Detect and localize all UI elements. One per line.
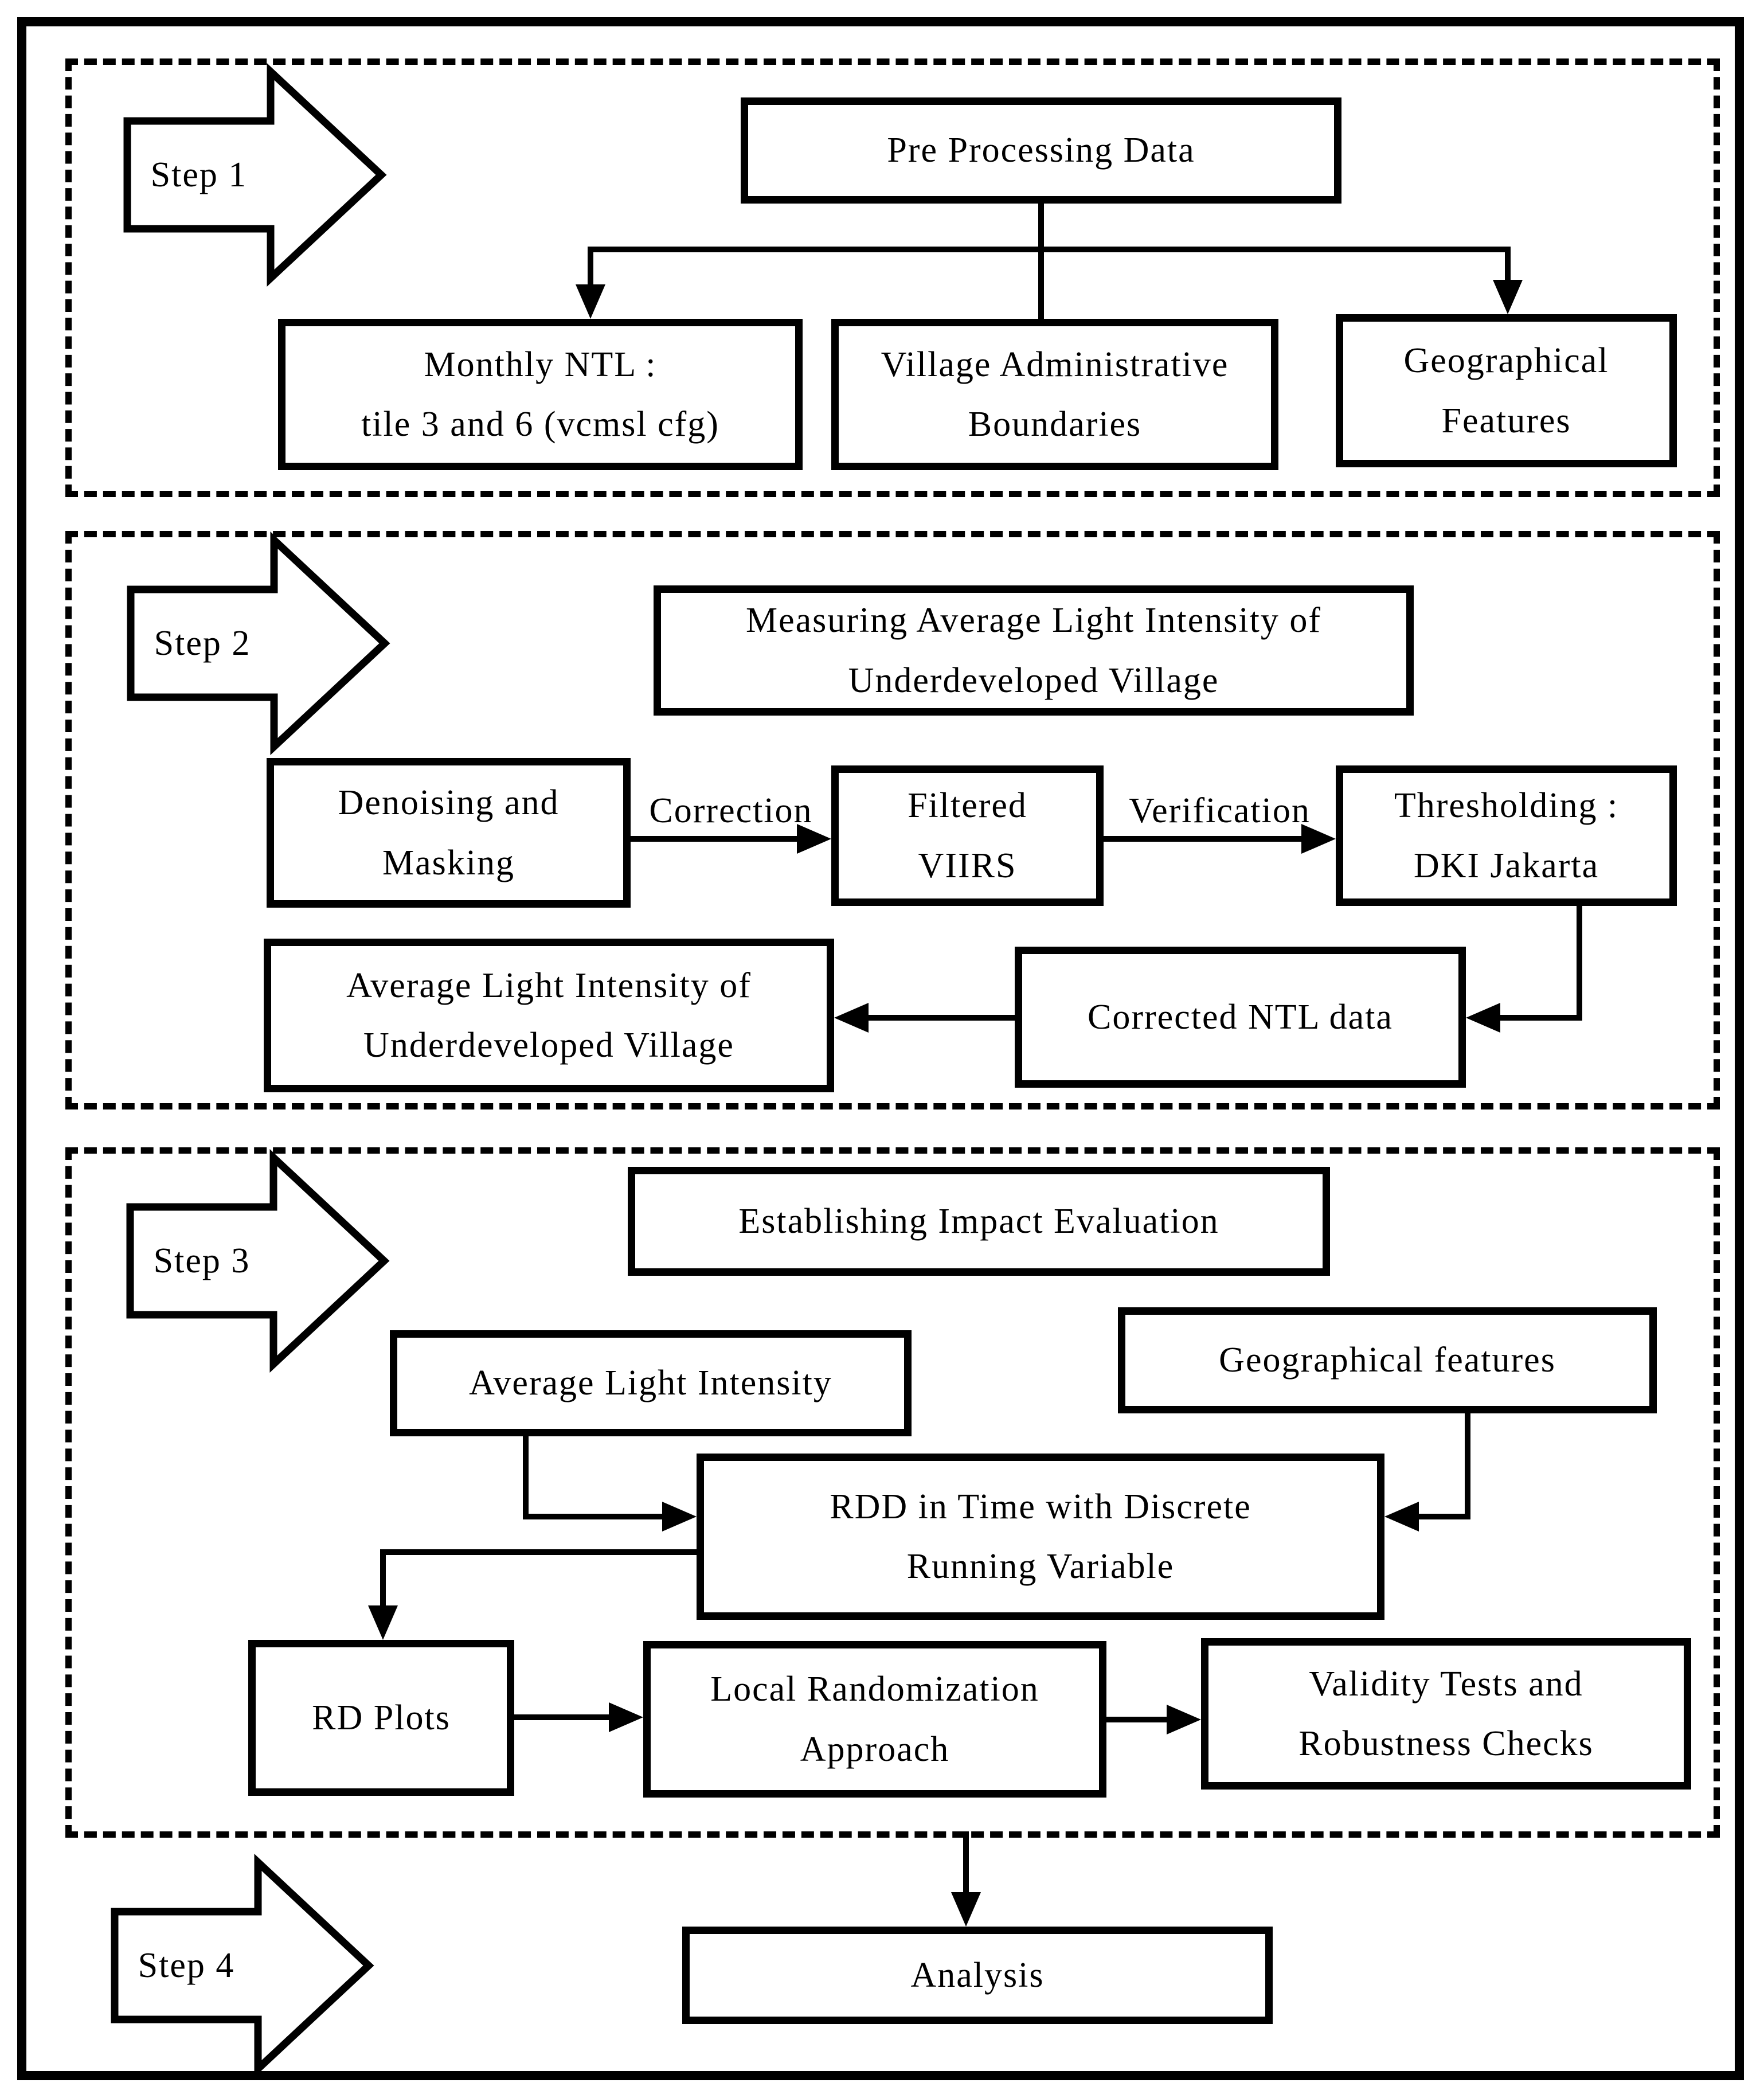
arrowhead-to-lra xyxy=(609,1702,643,1732)
node-monthly-ntl: Monthly NTL : tile 3 and 6 (vcmsl cfg) xyxy=(278,319,803,470)
node-rdd-discrete-running-variable: RDD in Time with Discrete Running Variab… xyxy=(697,1454,1384,1620)
connector-rdd-down xyxy=(380,1549,386,1608)
step-2-arrow-icon xyxy=(127,532,390,755)
arrowhead-to-rdd-left xyxy=(662,1502,697,1531)
step-4-label: Step 4 xyxy=(138,1945,235,1985)
edge-label-correction: Correction xyxy=(649,791,813,830)
connector-pre-stem xyxy=(1038,204,1044,249)
connector-avglight-down xyxy=(523,1436,529,1519)
node-corrected-ntl-data: Corrected NTL data xyxy=(1015,947,1466,1088)
connector-avglight-rdd xyxy=(523,1514,664,1519)
node-rd-plots: RD Plots xyxy=(248,1640,514,1796)
step-1-arrow-icon xyxy=(123,63,387,287)
arrowhead-to-validity xyxy=(1167,1705,1201,1734)
step-3-arrow-shape xyxy=(126,1149,390,1373)
arrowhead-to-avglight-step2 xyxy=(834,1003,869,1033)
arrowhead-to-rdd-right xyxy=(1384,1502,1419,1531)
arrowhead-to-filtered xyxy=(797,824,831,854)
step-2-arrow-shape xyxy=(127,532,390,755)
node-validity-robustness: Validity Tests and Robustness Checks xyxy=(1201,1638,1691,1790)
edge-label-verification: Verification xyxy=(1129,791,1311,830)
connector-corrected-avglight xyxy=(869,1015,1015,1021)
connector-step3-analysis xyxy=(963,1831,969,1894)
connector-geo-down xyxy=(1465,1413,1470,1519)
arrowhead-to-rdplots xyxy=(368,1605,398,1640)
node-measuring-title: Measuring Average Light Intensity of Und… xyxy=(654,585,1414,716)
step-2-label: Step 2 xyxy=(154,623,251,663)
step-1-arrow-shape xyxy=(123,63,387,287)
node-thresholding-dki-jakarta: Thresholding : DKI Jakarta xyxy=(1336,765,1677,906)
connector-branch-right xyxy=(1505,247,1511,282)
step2-section xyxy=(65,531,1720,1109)
node-establishing-title: Establishing Impact Evaluation xyxy=(628,1167,1330,1276)
connector-branch-middle xyxy=(1038,247,1044,319)
connector-denoising-filtered xyxy=(631,836,803,842)
connector-rdd-left-out xyxy=(383,1549,697,1555)
step1-section xyxy=(65,58,1720,497)
connector-thresholding-down xyxy=(1577,906,1582,1018)
arrowhead-to-monthly xyxy=(576,284,605,319)
connector-thresholding-corrected xyxy=(1500,1015,1582,1021)
connector-geo-rdd xyxy=(1419,1514,1470,1519)
step3-section xyxy=(65,1147,1720,1838)
connector-rdplots-lra xyxy=(514,1714,609,1720)
step-1-label: Step 1 xyxy=(150,155,248,194)
node-avg-light-intensity-step2: Average Light Intensity of Underdevelope… xyxy=(264,939,834,1092)
node-avg-light-intensity-step3: Average Light Intensity xyxy=(390,1330,912,1436)
connector-filtered-thresholding xyxy=(1104,836,1304,842)
connector-pre-branch-bar xyxy=(590,247,1508,252)
connector-lra-validity xyxy=(1106,1717,1167,1722)
node-analysis: Analysis xyxy=(682,1927,1273,2024)
step-4-arrow-shape xyxy=(111,1854,374,2077)
node-denoising-masking: Denoising and Masking xyxy=(267,758,631,908)
node-pre-processing-data: Pre Processing Data xyxy=(741,97,1341,204)
arrowhead-to-analysis xyxy=(951,1892,981,1927)
node-village-admin-boundaries: Village Administrative Boundaries xyxy=(831,319,1278,470)
arrowhead-to-thresholding xyxy=(1301,824,1336,854)
outer-border xyxy=(17,17,1744,2080)
node-geographical-features-step1: Geographical Features xyxy=(1336,314,1677,467)
node-local-randomization: Local Randomization Approach xyxy=(643,1641,1106,1798)
step-4-arrow-icon xyxy=(111,1854,374,2077)
connector-branch-left xyxy=(588,247,593,287)
arrowhead-to-geographical xyxy=(1493,280,1523,314)
step-3-arrow-icon xyxy=(126,1149,390,1373)
node-geographical-features-step3: Geographical features xyxy=(1118,1307,1657,1413)
step-3-label: Step 3 xyxy=(153,1241,251,1280)
arrowhead-to-corrected xyxy=(1466,1003,1500,1033)
node-filtered-viirs: Filtered VIIRS xyxy=(831,765,1104,906)
